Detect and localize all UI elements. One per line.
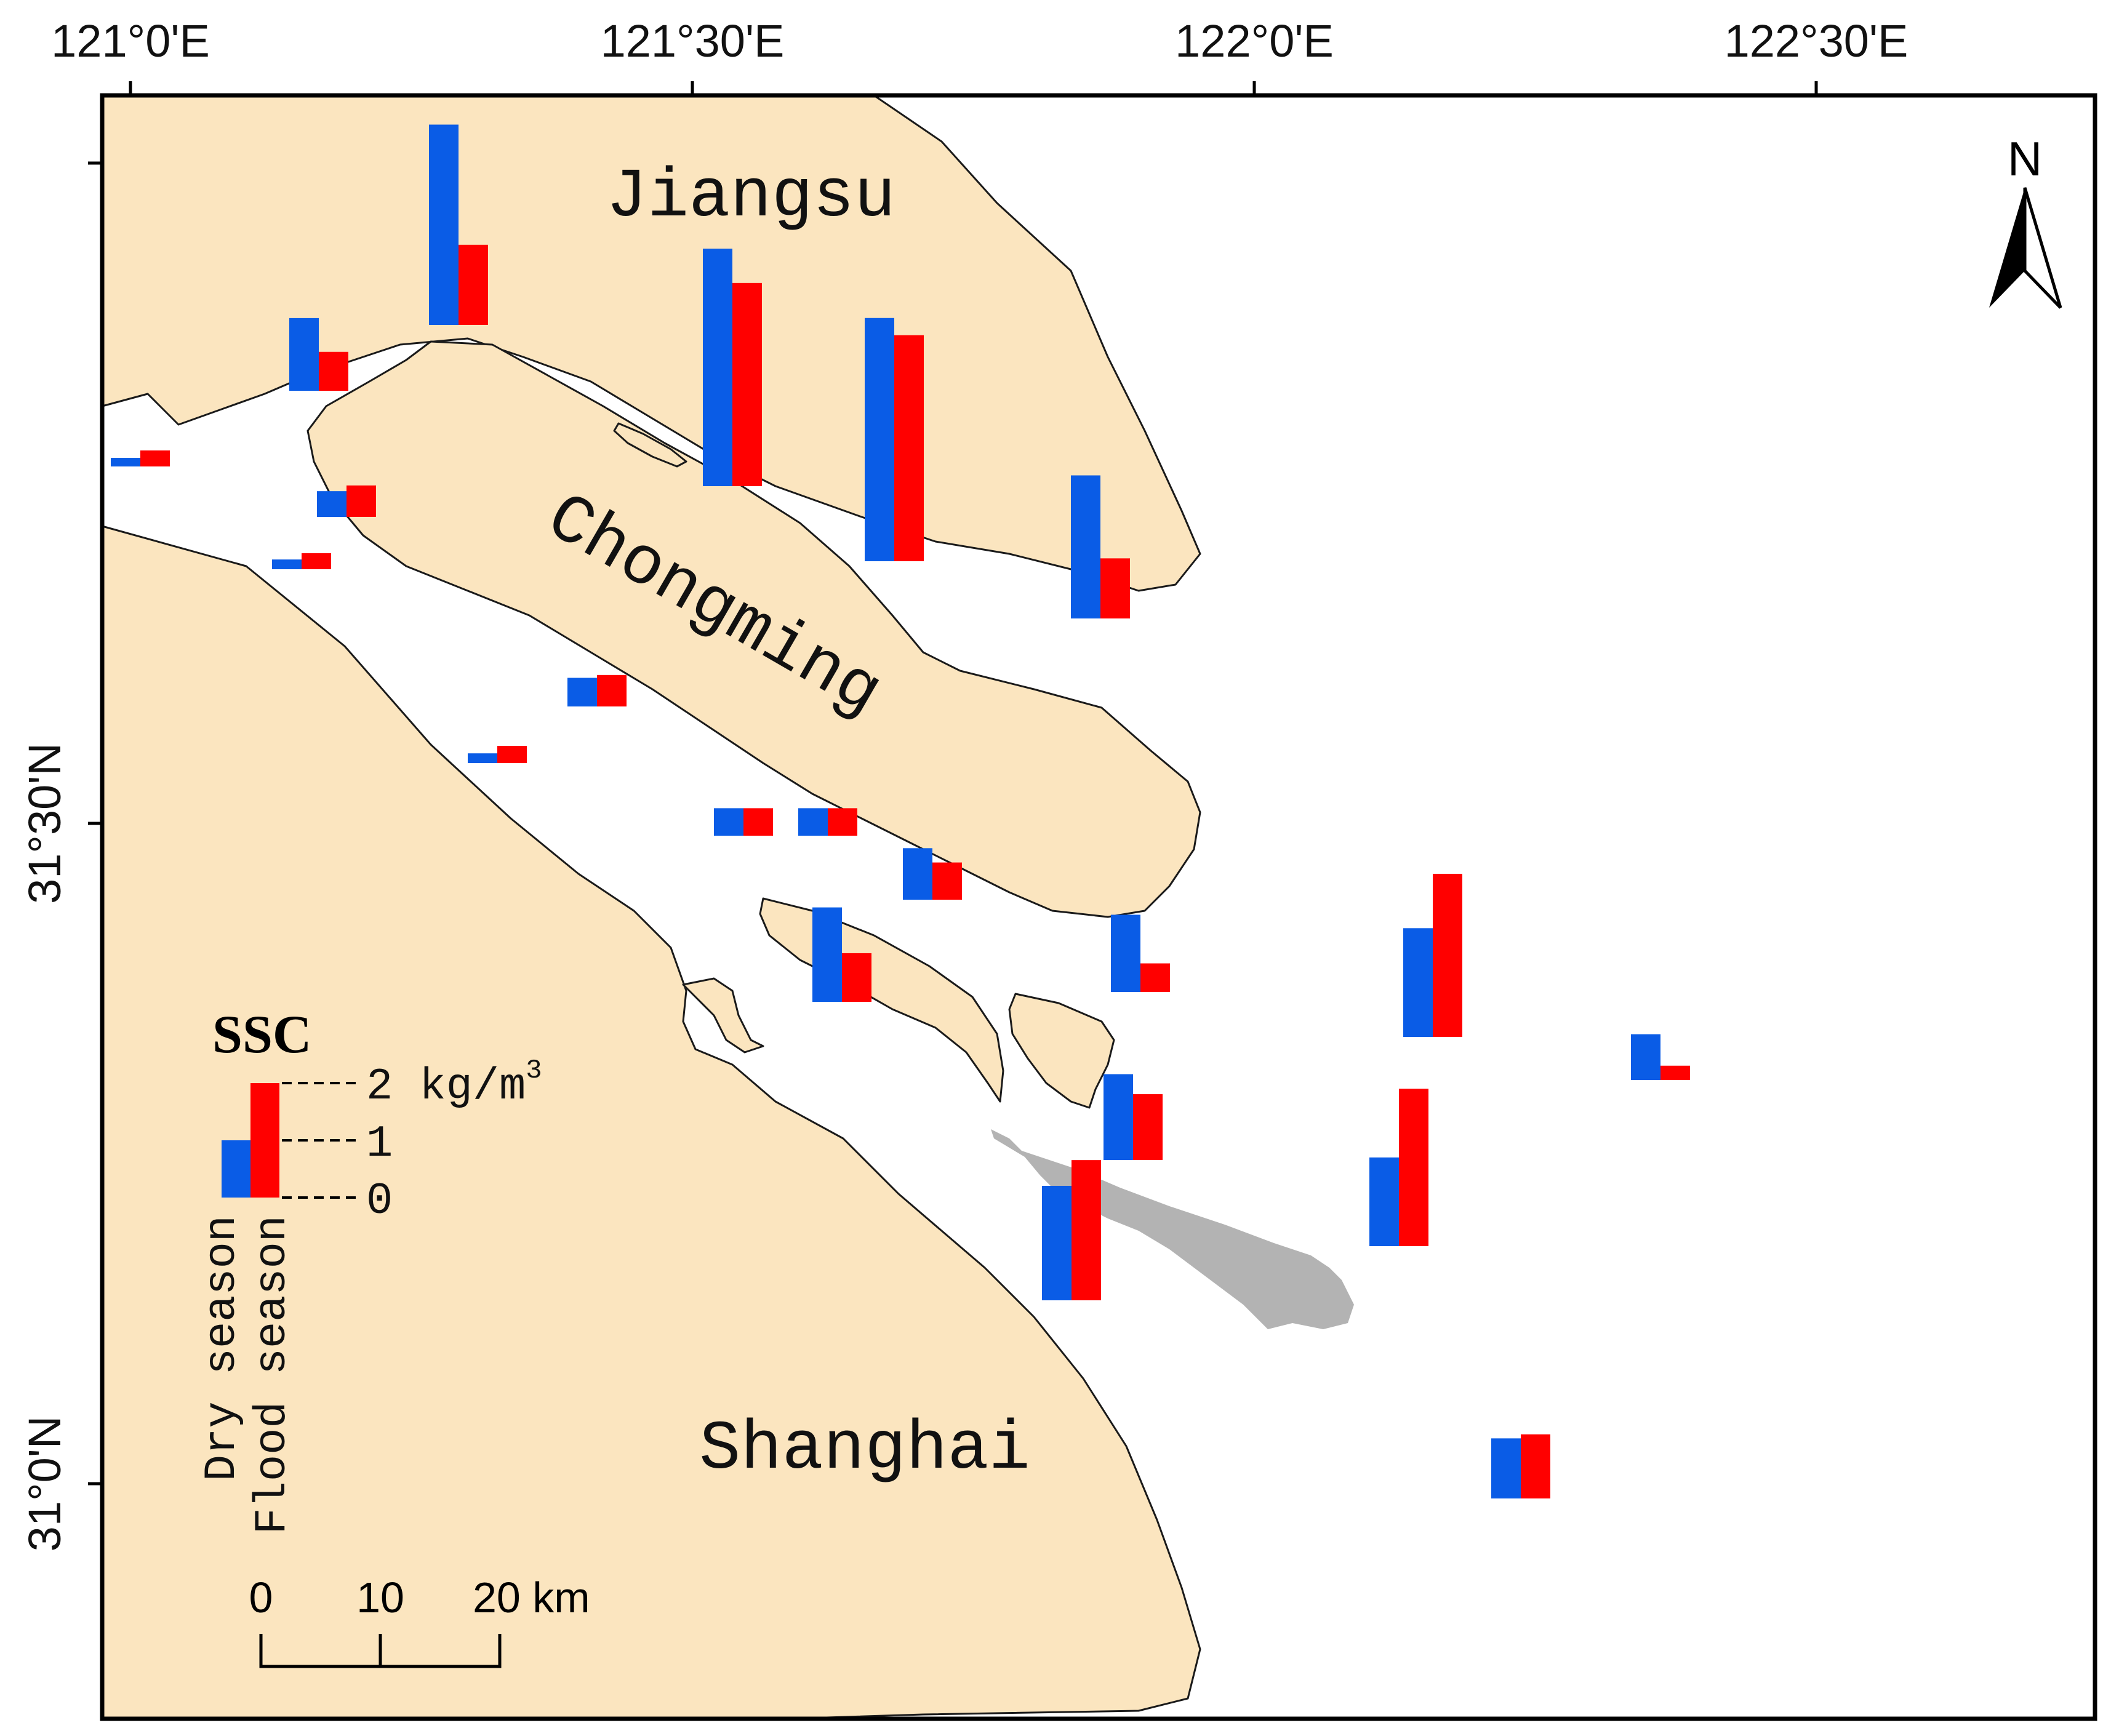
- station-21-dry-bar: [1491, 1438, 1521, 1498]
- station-16-dry-bar: [1403, 928, 1433, 1037]
- station-19-dry-bar: [1369, 1157, 1399, 1246]
- lat-label-31-30: 31°30'N: [19, 743, 70, 904]
- station-10-flood-bar: [497, 746, 527, 763]
- north-arrow: N: [1989, 132, 2062, 309]
- scale-label-10: 10: [356, 1574, 404, 1622]
- scale-label-0: 0: [249, 1574, 273, 1622]
- legend-tick-label-2-text: 2 kg/m: [366, 1062, 526, 1112]
- station-14-flood-bar: [1140, 963, 1170, 992]
- station-2-dry-bar: [289, 318, 319, 391]
- station-3-flood-bar: [459, 244, 488, 325]
- station-7-flood-bar: [894, 335, 924, 561]
- station-9-flood-bar: [597, 674, 627, 706]
- land-hook-island: [682, 977, 764, 1054]
- scale-label-20km: 20 km: [473, 1574, 590, 1622]
- north-arrow-dark-half: [1989, 188, 2025, 308]
- legend-dry-bar: [222, 1140, 250, 1198]
- station-15-dry-bar: [812, 907, 842, 1002]
- station-17-flood-bar: [1660, 1065, 1690, 1080]
- legend-flood-label: Flood season: [247, 1215, 298, 1534]
- station-14-dry-bar: [1111, 914, 1140, 992]
- station-20-dry-bar: [1042, 1186, 1072, 1300]
- legend-tick-label-2: 2 kg/m3: [366, 1055, 542, 1112]
- land-chongming: [306, 340, 1201, 918]
- legend-tick-label-0: 0: [366, 1176, 393, 1226]
- station-4-dry-bar: [317, 491, 346, 517]
- station-16-flood-bar: [1433, 873, 1462, 1037]
- station-18-dry-bar: [1104, 1074, 1133, 1160]
- station-2-flood-bar: [319, 351, 348, 391]
- station-12-dry-bar: [798, 808, 828, 836]
- station-12-flood-bar: [828, 808, 857, 836]
- place-label-shanghai: Shanghai: [699, 1410, 1030, 1489]
- station-1-flood-bar: [140, 450, 170, 466]
- ssc-legend: SSC 2 kg/m3 1 0 Dry season Flood season: [197, 1005, 542, 1534]
- station-3-dry-bar: [429, 124, 459, 325]
- station-20-flood-bar: [1072, 1160, 1101, 1300]
- station-11-dry-bar: [714, 808, 743, 836]
- station-8-flood-bar: [1100, 558, 1130, 618]
- lon-label-122-0: 122°0'E: [1175, 15, 1334, 66]
- lat-label-31-0: 31°0'N: [19, 1416, 70, 1552]
- station-6-flood-bar: [732, 282, 762, 486]
- scale-bar: 0 10 20 km: [249, 1574, 590, 1668]
- land-jiangsu: [101, 94, 1201, 592]
- station-1-dry-bar: [111, 458, 140, 466]
- station-15-flood-bar: [842, 953, 871, 1002]
- legend-title: SSC: [212, 1005, 311, 1065]
- station-8-dry-bar: [1071, 475, 1100, 618]
- station-18-flood-bar: [1133, 1094, 1163, 1160]
- station-10-dry-bar: [468, 753, 497, 763]
- land-sliver-island: [613, 422, 687, 468]
- station-13-flood-bar: [932, 862, 962, 900]
- lon-label-121-0: 121°0'E: [51, 15, 210, 66]
- legend-dry-label: Dry season: [197, 1215, 247, 1481]
- station-11-flood-bar: [743, 808, 773, 836]
- station-4-flood-bar: [346, 485, 376, 517]
- graticule-ticks: [88, 81, 1818, 1486]
- place-label-jiangsu: Jiangsu: [606, 158, 895, 236]
- station-21-flood-bar: [1521, 1434, 1550, 1498]
- ssc-station-bars: [111, 124, 1690, 1498]
- station-5-flood-bar: [302, 553, 331, 569]
- land-shanghai: [101, 525, 1201, 1720]
- station-6-dry-bar: [703, 249, 732, 486]
- lon-label-122-30: 122°30'E: [1724, 15, 1909, 66]
- north-arrow-light-half: [2023, 187, 2062, 309]
- station-9-dry-bar: [567, 678, 597, 706]
- north-arrow-label: N: [2008, 132, 2042, 186]
- station-19-flood-bar: [1399, 1089, 1428, 1246]
- station-13-dry-bar: [903, 848, 932, 900]
- land-hengsha: [1008, 993, 1115, 1109]
- lon-label-121-30: 121°30'E: [601, 15, 785, 66]
- legend-flood-bar: [250, 1083, 279, 1198]
- map-frame: [100, 93, 2097, 1721]
- legend-tick-label-1: 1: [366, 1119, 393, 1169]
- station-17-dry-bar: [1631, 1034, 1660, 1080]
- station-5-dry-bar: [272, 559, 302, 569]
- station-7-dry-bar: [865, 318, 894, 561]
- legend-unit-superscript: 3: [526, 1055, 542, 1086]
